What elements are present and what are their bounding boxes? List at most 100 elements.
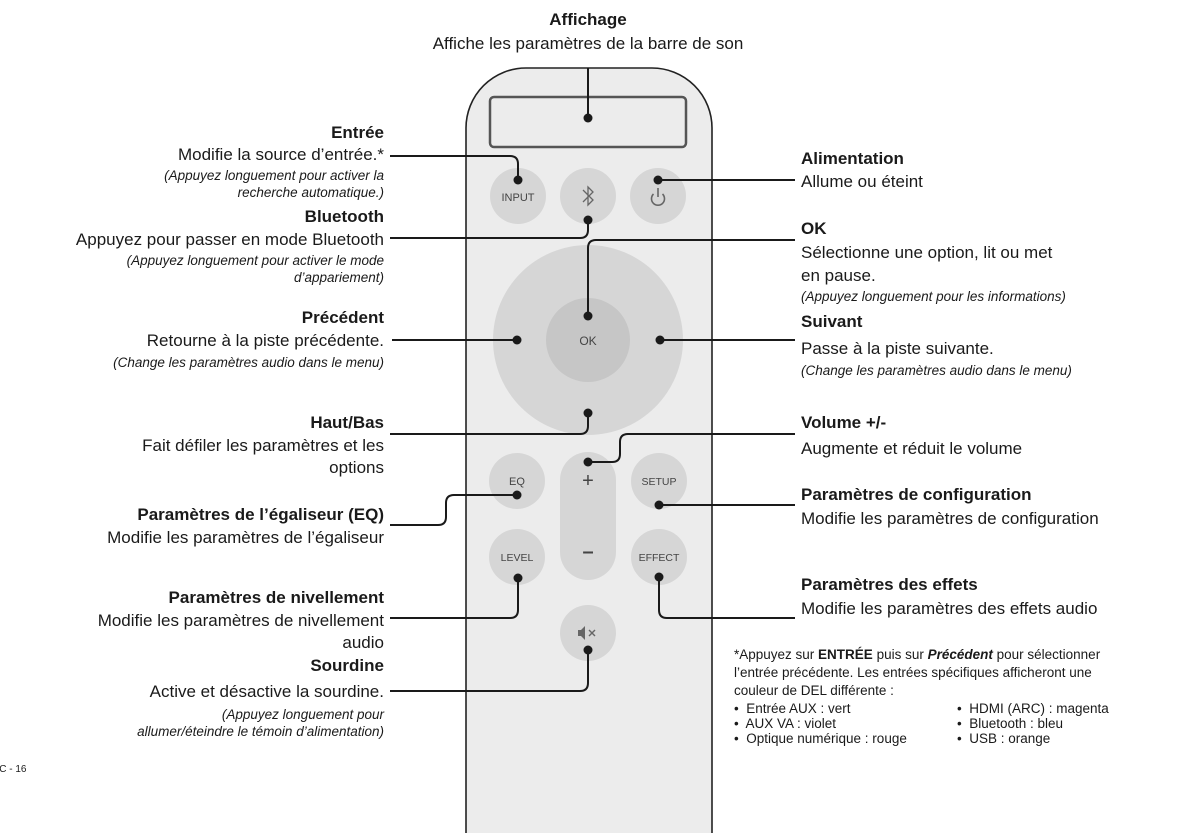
callout-suivant-note: (Change les paramètres audio dans le men… [801,363,1072,378]
leader-entree [390,155,519,180]
callout-egaliseur-title: Paramètres de l’égaliseur (EQ) [137,505,384,524]
dot-egaliseur [512,490,522,500]
footnote-left-item: • Entrée AUX : vert [734,701,851,716]
callout-configuration-title: Paramètres de configuration [801,485,1032,504]
callout-nivellement-desc-1: Modifie les paramètres de nivellement [97,611,384,630]
footnote-line-1-post: pour sélectionner [992,647,1101,662]
callout-bluetooth-note-1: (Appuyez longuement pour activer le mode [126,253,384,268]
footnote-line-1-bolditalic: Précédent [927,647,993,662]
footnote-left-item-text: AUX VA : violet [745,716,837,731]
leader-egaliseur [390,494,517,526]
callout-ok-desc-2: en pause. [801,266,876,285]
dot-affichage [583,113,593,123]
callout-affichage-title: Affichage [549,10,627,29]
callout-effets-desc: Modifie les paramètres des effets audio [801,599,1098,618]
dot-ok [583,311,593,321]
footnote-right-item-text: Bluetooth : bleu [969,716,1064,731]
mute-button[interactable] [560,605,616,661]
volume-rocker[interactable] [560,452,616,580]
callout-configuration-desc: Modifie les paramètres de configuration [801,509,1099,528]
callout-alimentation-title: Alimentation [801,149,904,168]
leader-hautbas [390,413,589,435]
callout-bluetooth-desc: Appuyez pour passer en mode Bluetooth [75,230,384,249]
footnote-line-1-bold: ENTRÉE [818,647,873,662]
bluetooth-icon [582,185,594,207]
leader-nivellement [390,578,519,619]
callout-volume-desc: Augmente et réduit le volume [801,439,1023,458]
dot-effets [654,572,664,582]
callout-suivant-title: Suivant [801,312,863,331]
callout-egaliseur-desc: Modifie les paramètres de l’égaliseur [107,528,384,547]
footnote-line-1-mid: puis sur [872,647,928,662]
dot-alimentation [653,175,663,185]
callout-hautbas-title: Haut/Bas [310,413,384,432]
callout-precedent-title: Précédent [301,308,384,327]
callout-entree-title: Entrée [331,123,384,142]
footnote-line-2: l’entrée précédente. Les entrées spécifi… [734,665,1092,680]
eq-button-label: EQ [509,476,525,488]
callout-bluetooth-title: Bluetooth [304,207,384,226]
callout-hautbas-desc-2: options [329,458,384,477]
ok-button-label: OK [579,334,596,348]
dot-volume [583,457,593,467]
footnote-line-3: couleur de DEL différente : [734,683,894,698]
dot-hautbas [583,408,593,418]
callout-volume-title: Volume +/- [801,413,887,432]
callout-effets-title: Paramètres des effets [801,575,978,594]
footnote-line-1-pre: *Appuyez sur [734,647,819,662]
callout-entree-note-1: (Appuyez longuement pour activer la [164,168,384,183]
callout-entree-note-2: recherche automatique.) [237,185,384,200]
callout-ok-title: OK [801,219,827,238]
callout-precedent-desc: Retourne à la piste précédente. [146,331,384,350]
dot-suivant [655,335,665,345]
effect-button-label: EFFECT [639,552,680,564]
footnote-right-item: • USB : orange [957,731,1051,746]
ok-button[interactable] [546,298,630,382]
input-button[interactable] [490,168,546,224]
callout-bluetooth-note-2: d’appariement) [293,270,384,285]
footnote-right-item: • HDMI (ARC) : magenta [957,701,1109,716]
callout-affichage-desc: Affiche les paramètres de la barre de so… [432,34,744,53]
page-label: RC - 16 [0,764,27,775]
mute-icon [578,626,596,640]
volume-down-label: – [582,541,593,563]
level-button-label: LEVEL [501,552,534,564]
volume-up-label: + [582,470,594,492]
leader-volume [588,433,795,463]
callout-precedent-note: (Change les paramètres audio dans le men… [113,355,384,370]
callout-hautbas-desc-1: Fait défiler les paramètres et les [142,436,384,455]
callout-suivant-desc: Passe à la piste suivante. [801,339,994,358]
callout-sourdine-title: Sourdine [310,656,384,675]
dot-bluetooth [583,215,593,225]
setup-button[interactable] [631,453,687,509]
callout-nivellement-desc-2: audio [342,633,384,652]
callout-alimentation-desc: Allume ou éteint [801,172,923,191]
dot-nivellement [513,573,523,583]
callout-ok-desc-1: Sélectionne une option, lit ou met [801,243,1053,262]
callout-sourdine-note-1: (Appuyez longuement pour [221,707,384,722]
footnote-left-item-text: Optique numérique : rouge [746,731,907,746]
setup-button-label: SETUP [641,476,676,488]
footnote-line-1: *Appuyez sur ENTRÉE puis sur Précédent p… [734,647,1100,663]
dot-configuration [654,500,664,510]
footnote-left-item: • AUX VA : violet [734,716,837,731]
leader-ok [587,239,795,316]
footnote-right-item-text: HDMI (ARC) : magenta [969,701,1109,716]
callout-nivellement-title: Paramètres de nivellement [168,588,384,607]
effect-button[interactable] [631,529,687,585]
footnote-left-item-text: Entrée AUX : vert [746,701,851,716]
leader-sourdine [390,650,589,692]
callout-sourdine-desc: Active et désactive la sourdine. [149,682,384,701]
footnote-right-item: • Bluetooth : bleu [957,716,1064,731]
leader-effets [658,577,795,619]
input-button-label: INPUT [502,192,535,204]
callout-ok-note: (Appuyez longuement pour les information… [801,289,1066,304]
power-icon [650,188,666,206]
footnote-left-item: • Optique numérique : rouge [734,731,907,746]
dot-entree [513,175,523,185]
level-button[interactable] [489,529,545,585]
footnote-right-item-text: USB : orange [969,731,1051,746]
leader-bluetooth [390,220,589,239]
dot-sourdine [583,645,593,655]
